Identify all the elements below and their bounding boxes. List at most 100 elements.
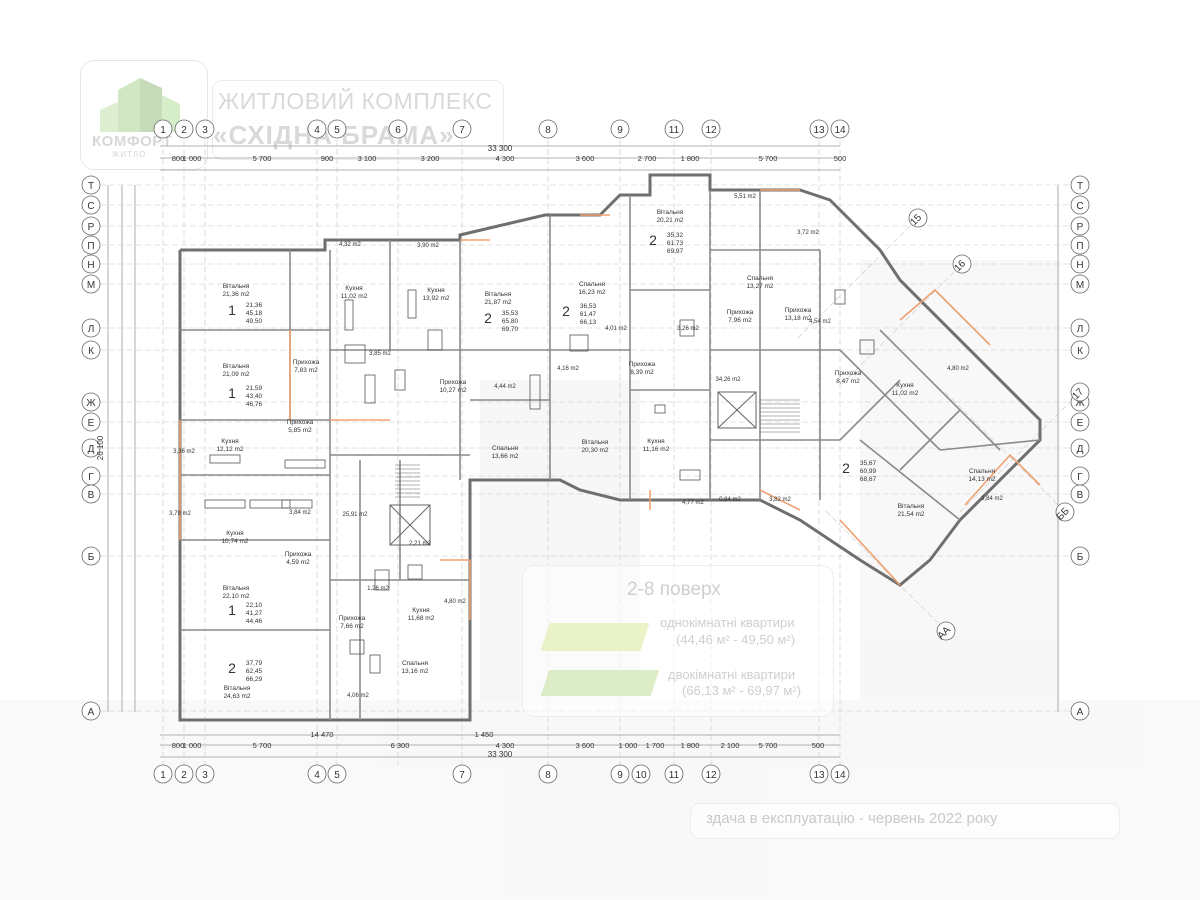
axis-bubble: [830, 764, 850, 784]
axis-label-right: А: [1077, 707, 1084, 718]
apartment-area-value: 43,40: [246, 393, 263, 400]
apartment-area-value: 49,50: [246, 318, 263, 325]
dimension-lines: [107, 145, 1059, 758]
room-area: 5,85 m2: [288, 427, 312, 434]
room-name: Прихожа: [835, 370, 862, 377]
axis-bubble: [1070, 484, 1090, 504]
apartment-room-count: 2: [842, 460, 850, 476]
axis-label-right: Д: [1077, 444, 1084, 455]
axis-bubble: [81, 340, 101, 360]
fixture: [284, 459, 326, 469]
axis-label-top: 7: [459, 125, 465, 136]
fixture: [679, 319, 695, 337]
small-area-label: 3,82 m2: [769, 497, 791, 503]
fixture: [364, 374, 376, 404]
axis-bubble: [388, 119, 408, 139]
room-area: 11,02 m2: [892, 390, 919, 397]
dim-segment-top: 3 200: [421, 154, 440, 163]
axis-label-right: К: [1077, 346, 1083, 357]
apartment-area-value: 41,27: [246, 610, 263, 617]
room-name: Кухня: [412, 607, 430, 614]
axis-label-bottom: 10: [635, 770, 647, 781]
axis-bubble: [81, 484, 101, 504]
dim-total-left: 26 100: [96, 435, 105, 460]
room-area: 22,10 m2: [222, 593, 249, 600]
axis-label-left: М: [87, 280, 95, 291]
room-name: Прихожа: [785, 307, 812, 314]
room-area: 11,16 m2: [643, 446, 670, 453]
grid-line-diagonal: [944, 391, 1066, 513]
apartment-room-count: 2: [562, 303, 570, 319]
apartment-area-value: 21,59: [246, 385, 263, 392]
axis-label-bottom: 4: [314, 770, 320, 781]
dim-total-bottom: 33 300: [488, 750, 513, 759]
fixture: [344, 344, 366, 364]
axis-label-top: 14: [834, 125, 846, 136]
apartment-area-value: 68,67: [860, 476, 877, 483]
one-room-range: (44,46 м² - 49,50 м²): [676, 632, 796, 647]
apartment-area-value: 35,53: [502, 310, 519, 317]
axis-bubble: [1070, 438, 1090, 458]
fixture: [654, 404, 666, 414]
logo-name: КОМФОРТ: [92, 133, 173, 150]
axis-label-left: Н: [87, 260, 94, 271]
axis-label-bottom: 1: [160, 770, 166, 781]
axis-bubble: [701, 764, 721, 784]
dim-segment-bottom: 1 000: [183, 741, 202, 750]
small-area-label: 4,77 m2: [682, 500, 704, 506]
axis-bubble: [174, 764, 194, 784]
project-title-frame: [212, 80, 504, 160]
fixture: [374, 569, 390, 591]
room-area: 13,27 m2: [746, 283, 773, 290]
axis-bubble: [1070, 382, 1090, 402]
axis-label-left: К: [88, 346, 94, 357]
fixture: [427, 329, 443, 351]
axis-bubble: [81, 701, 101, 721]
room-name: Вітальня: [223, 584, 250, 592]
axis-label-left: А: [88, 707, 95, 718]
room-name: Вітальня: [223, 282, 250, 290]
room-area: 12,12 m2: [216, 446, 243, 453]
axis-bubble: [830, 119, 850, 139]
fixture: [344, 299, 354, 331]
apartment-area-value: 60,99: [860, 468, 877, 475]
axis-label-right: Е: [1077, 418, 1084, 429]
axis-label-top: 5: [334, 125, 340, 136]
axis-bubble: [1070, 412, 1090, 432]
axis-label-right: Т: [1077, 181, 1083, 192]
small-area-label: 5,51 m2: [734, 194, 756, 200]
small-area-label: 4,44 m2: [494, 384, 516, 390]
small-area-label: 4,54 m2: [809, 319, 831, 325]
axis-label-right: Р: [1077, 222, 1084, 233]
axis-label-top: 1: [160, 125, 166, 136]
axis-bubble: [81, 318, 101, 338]
axis-label-right: С: [1076, 201, 1083, 212]
dim-segment-bottom: 500: [812, 741, 825, 750]
small-area-label: 3,79 m2: [169, 511, 191, 517]
axis-label-left: Т: [88, 181, 94, 192]
axis-label-bottom: 11: [669, 770, 680, 781]
room-area: 7,66 m2: [340, 623, 364, 630]
axis-bubble: [81, 235, 101, 255]
apartment-room-count: 2: [228, 660, 236, 676]
stair-core: [389, 391, 800, 546]
dim-segment-top: 4 300: [496, 154, 515, 163]
fixture: [859, 339, 875, 355]
room-name: Спальня: [492, 445, 519, 452]
apartment-area-value: 46,76: [246, 401, 263, 408]
fixture: [204, 499, 246, 509]
axis-bubble: [153, 119, 173, 139]
dim-segment-top: 3 600: [576, 154, 595, 163]
balcony-accents: [179, 189, 1041, 620]
fixture: [407, 564, 423, 580]
dim-segment-top: 500: [834, 154, 847, 163]
room-name: Прихожа: [285, 551, 312, 558]
room-area: 11,02 m2: [341, 293, 368, 300]
room-area: 21,36 m2: [222, 291, 249, 298]
room-area: 8,39 m2: [630, 369, 654, 376]
project-title-line1: ЖИТЛОВИЙ КОМПЛЕКС: [218, 88, 493, 114]
interior-walls: [180, 190, 1041, 720]
axis-bubble: [701, 119, 721, 139]
grid-line-diagonal: [797, 217, 919, 339]
